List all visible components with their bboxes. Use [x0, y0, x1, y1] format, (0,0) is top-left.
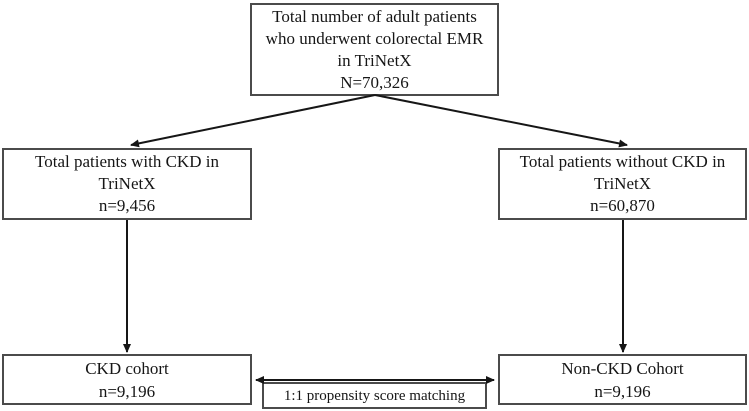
- box-nonckd-patients: Total patients without CKD in TriNetX n=…: [498, 148, 747, 220]
- box-count-label: n=9,196: [594, 381, 651, 401]
- arrow-top-to-nonckd: [374, 94, 628, 148]
- arrow-top-to-ckd: [130, 94, 376, 148]
- box-text-line: Total patients with CKD in: [35, 152, 219, 171]
- box-text-line: in TriNetX: [337, 50, 412, 70]
- box-total-patients: Total number of adult patients who under…: [250, 3, 499, 96]
- box-nonckd-cohort: Non-CKD Cohort n=9,196: [498, 354, 747, 405]
- matching-label-text: 1:1 propensity score matching: [283, 387, 466, 404]
- box-text-line: TriNetX: [98, 174, 156, 193]
- box-matching-label: 1:1 propensity score matching: [262, 382, 487, 409]
- box-ckd-patients: Total patients with CKD in TriNetX n=9,4…: [2, 148, 252, 220]
- box-text-line: Total number of adult patients: [272, 6, 477, 26]
- box-text-line: Non-CKD Cohort: [561, 358, 684, 378]
- box-ckd-cohort: CKD cohort n=9,196: [2, 354, 252, 405]
- box-text-line: TriNetX: [594, 174, 651, 193]
- box-count-label: n=9,196: [98, 381, 156, 401]
- box-count-label: n=9,456: [98, 196, 156, 215]
- box-count-label: N=70,326: [340, 72, 409, 92]
- box-text-line: who underwent colorectal EMR: [265, 28, 484, 48]
- box-text-line: CKD cohort: [85, 358, 169, 378]
- box-text-line: Total patients without CKD in: [519, 152, 726, 171]
- box-count-label: n=60,870: [590, 196, 655, 215]
